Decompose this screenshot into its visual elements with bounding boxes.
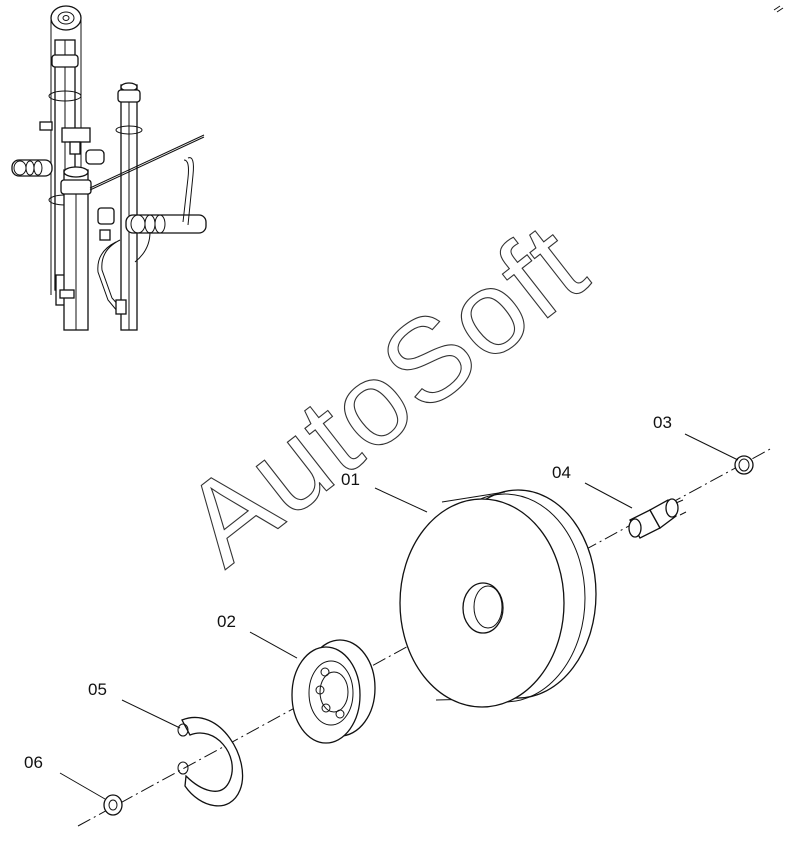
- callout-03: 03: [653, 413, 672, 432]
- part-06-washer: [103, 794, 123, 816]
- callout-01: 01: [341, 470, 360, 489]
- callout-04: 04: [552, 463, 571, 482]
- part-05-internal-circlip: [177, 717, 244, 807]
- part-01-sheave-pulley: [399, 489, 597, 708]
- callout-02: 02: [217, 612, 236, 631]
- callout-05: 05: [88, 680, 107, 699]
- callout-06: 06: [24, 753, 43, 772]
- part-03-retaining-ring: [734, 455, 754, 475]
- overview-assembly: [11, 5, 207, 331]
- part-04-fitting: [628, 498, 687, 539]
- callout-leaders: [59, 433, 739, 800]
- corner-mark: [773, 5, 784, 13]
- part-02-bearing: [291, 639, 376, 744]
